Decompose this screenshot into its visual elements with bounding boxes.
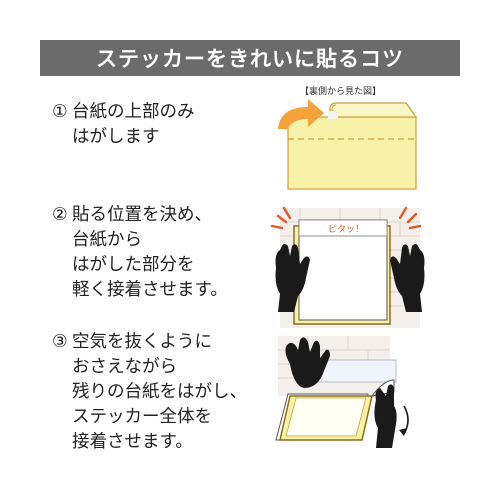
impact-text: ピタッ！: [328, 224, 364, 235]
back-view-caption: 【裏側から見た図】: [300, 87, 382, 97]
step-number: ②: [52, 205, 68, 225]
step-line: 台紙の上部のみ: [72, 102, 195, 122]
peeled-flap: [329, 102, 418, 118]
step-line: おさえながら: [72, 357, 177, 377]
step-line: 残りの台紙をはがし、: [72, 382, 247, 402]
step-line: はがした部分を: [72, 255, 195, 275]
step-line: はがします: [72, 127, 160, 147]
right-hand-icon: [390, 244, 425, 312]
hold-sticker-illustration: ピタッ！: [270, 206, 425, 328]
step-line: 軽く接着させます。: [72, 280, 228, 300]
sticker-sheet: [287, 116, 417, 190]
step-line: 貼る位置を決め、: [72, 205, 212, 225]
page-title: ステッカーをきれいに貼るコツ: [96, 47, 404, 71]
step-number: ③: [52, 332, 68, 352]
spark-icon: [270, 206, 422, 230]
backing-paper: [298, 219, 388, 321]
step-number: ①: [52, 102, 68, 122]
left-hand-icon: [275, 244, 310, 312]
arrow-icon: [278, 99, 324, 129]
pressing-hand-icon: [285, 337, 330, 388]
step-line: 台紙から: [72, 230, 142, 250]
step-line: 接着させます。: [72, 432, 193, 452]
title-banner: ステッカーをきれいに貼るコツ: [40, 40, 460, 76]
peeling-hand-icon: [374, 384, 397, 448]
peel-rest-illustration: [275, 336, 409, 448]
step-line: ステッカー全体を: [72, 407, 212, 427]
peel-top-illustration: [278, 99, 418, 190]
step-line: 空気を抜くように: [72, 332, 212, 352]
